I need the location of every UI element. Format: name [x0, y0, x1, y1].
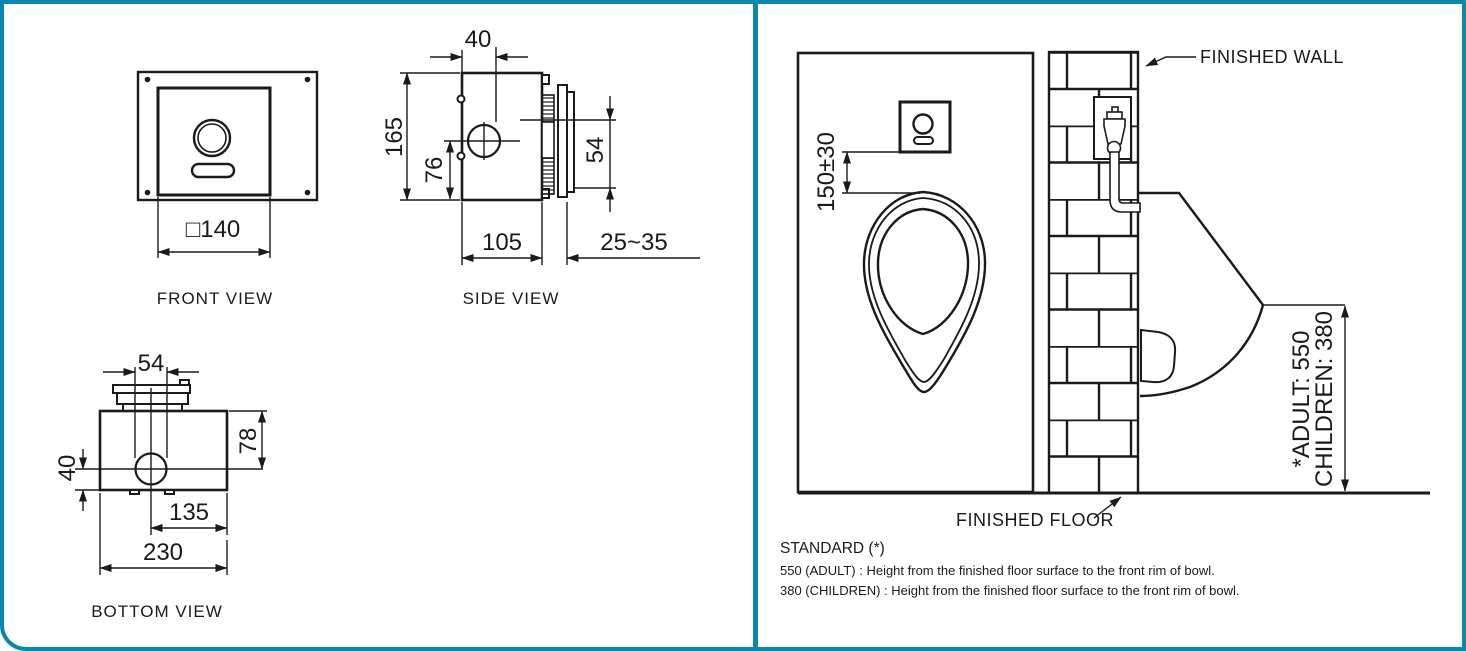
- dim-rim-height-adult: *ADULT: 550: [1288, 331, 1315, 468]
- bottom-view-drawing: 54 78 40 135 230 BOTTOM VIEW: [54, 350, 267, 621]
- dim-bottom-230: 230: [143, 539, 183, 566]
- side-view-label: SIDE VIEW: [463, 289, 560, 308]
- dim-front-width: □140: [186, 216, 241, 243]
- sensor-eye-outer: [192, 118, 232, 158]
- urinal-outer-rim: [862, 190, 987, 394]
- wall-plate: [557, 84, 568, 198]
- screw-dot: [304, 189, 311, 196]
- drain-circle: [134, 452, 168, 486]
- urinal-mid-rim: [868, 197, 980, 383]
- finished-floor-leader: [1093, 496, 1122, 519]
- screw-dot: [144, 76, 151, 83]
- dim-side-76: 76: [421, 157, 448, 184]
- sensor-cover-square: [156, 86, 272, 197]
- standard-note-title: STANDARD (*): [780, 540, 885, 557]
- sensor-eye: [912, 113, 934, 135]
- sensor-window: [190, 162, 236, 179]
- dim-bottom-135: 135: [169, 499, 209, 526]
- dim-side-165: 165: [381, 117, 408, 157]
- wall-plate-flange: [566, 91, 575, 193]
- dim-rim-height-children: CHILDREN: 380: [1311, 311, 1338, 487]
- dim-bottom-54: 54: [138, 350, 165, 377]
- foot-tab: [164, 489, 175, 495]
- front-view-drawing: □140 FRONT VIEW: [136, 70, 319, 308]
- screw-bump: [456, 151, 466, 161]
- thread-section: [541, 157, 555, 195]
- screw-dot: [144, 189, 151, 196]
- finished-floor-label: FINISHED FLOOR: [956, 510, 1114, 530]
- body-outline: [98, 409, 229, 492]
- thread-section: [541, 94, 555, 123]
- sensor-window: [913, 136, 934, 145]
- flange-mid: [116, 392, 189, 405]
- spray-port-circle: [466, 123, 502, 159]
- finished-wall-leader: [1145, 56, 1196, 67]
- sensor-plate: [898, 100, 952, 154]
- flange-tab: [179, 379, 190, 386]
- finished-wall-label: FINISHED WALL: [1200, 47, 1344, 67]
- dim-side-40: 40: [465, 26, 492, 53]
- urinal-profile-bottom: [1139, 304, 1265, 398]
- foot-tab: [129, 489, 140, 495]
- thread-hub: [541, 121, 555, 159]
- sensor-eye-inner: [197, 123, 227, 153]
- installation-drawing: 150±30 *ADULT: 550 CHILDREN: 380: [780, 47, 1430, 598]
- flush-valve-body: [1103, 118, 1126, 145]
- sensor-faceplate-outline: [136, 70, 319, 202]
- front-view-label: FRONT VIEW: [157, 289, 273, 308]
- supply-pipe-elbow: [1109, 151, 1141, 213]
- standard-note-children: 380 (CHILDREN) : Height from the finishe…: [780, 583, 1240, 598]
- urinal-profile-top: [1138, 191, 1264, 306]
- dim-side-2535: 25~35: [600, 229, 667, 256]
- screw-dot: [304, 76, 311, 83]
- screw-bump: [456, 94, 466, 104]
- dim-sensor-height: 150±30: [813, 132, 840, 212]
- side-view-drawing: 40 165 76 54 105 25~35 SIDE VIE: [381, 26, 700, 308]
- drain-spud: [1140, 328, 1177, 384]
- dim-bottom-40: 40: [54, 455, 81, 482]
- bottom-view-label: BOTTOM VIEW: [91, 602, 223, 621]
- valve-cap: [1106, 111, 1123, 120]
- panel-divider: [753, 0, 758, 651]
- dim-bottom-78: 78: [235, 428, 262, 455]
- dim-side-105: 105: [482, 229, 522, 256]
- body-outline: [460, 71, 544, 202]
- urinal-bowl-opening: [876, 207, 970, 336]
- body-step: [541, 74, 550, 85]
- dim-side-54: 54: [582, 137, 609, 164]
- standard-note-adult: 550 (ADULT) : Height from the finished f…: [780, 563, 1215, 578]
